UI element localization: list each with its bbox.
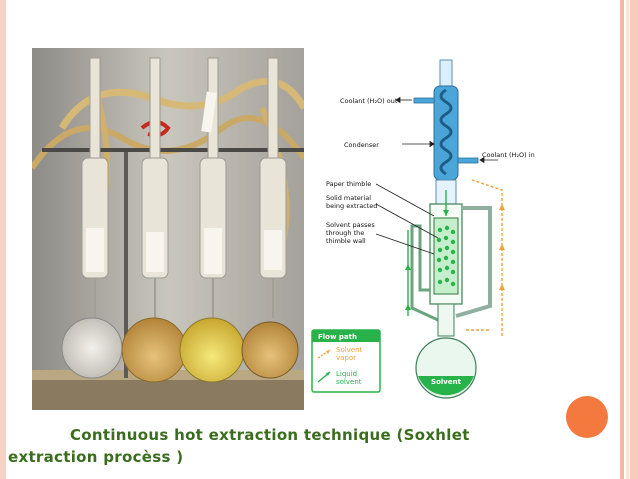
legend-liquid-2: solvent [336, 378, 362, 386]
legend-liquid-1: Liquid [336, 370, 357, 378]
label-solvent-passes-1: Solvent passes [326, 221, 375, 229]
condenser-jacket [433, 85, 459, 181]
label-coolant-in: Coolant (H₂O) in [482, 151, 535, 159]
solvent-liquid [418, 376, 474, 396]
vapor-flow-path [466, 179, 503, 336]
legend-title: Flow path [318, 333, 357, 341]
slide-caption: Continuous hot extraction technique (Sox… [8, 424, 568, 468]
soxhlet-apparatus-photo [32, 48, 304, 410]
soxhlet-schematic-diagram: Solvent Coolant (H₂O) out Condenser Cool… [311, 59, 535, 399]
right-decorative-strip-outer [630, 0, 638, 479]
label-solvent-passes-2: through the [326, 229, 364, 237]
left-decorative-strip [0, 0, 6, 479]
label-coolant-out: Coolant (H₂O) out [340, 97, 398, 105]
accent-circle [566, 396, 608, 438]
flow-path-legend: Flow path Solvent vapor Liquid solvent [311, 329, 381, 393]
label-condenser: Condenser [344, 141, 379, 149]
solid-material [436, 225, 456, 287]
caption-line-1: Continuous hot extraction technique (Sox… [70, 426, 470, 444]
label-solid-material-1: Solid material [326, 194, 371, 202]
label-solvent-passes-3: thimble wall [326, 237, 366, 245]
vapor-side-arm [455, 206, 492, 318]
caption-line-2: extraction procèss ) [8, 448, 184, 466]
label-solvent: Solvent [431, 378, 462, 386]
label-paper-thimble: Paper thimble [326, 180, 371, 188]
condenser-coil [439, 88, 453, 176]
right-decorative-strip-mid [626, 0, 629, 479]
right-decorative-strip-inner [620, 0, 624, 479]
legend-vapor-1: Solvent [336, 346, 363, 354]
label-solid-material-2: being extracted [326, 202, 377, 210]
legend-vapor-2: vapor [336, 354, 356, 362]
condenser-top-tube [439, 59, 453, 89]
